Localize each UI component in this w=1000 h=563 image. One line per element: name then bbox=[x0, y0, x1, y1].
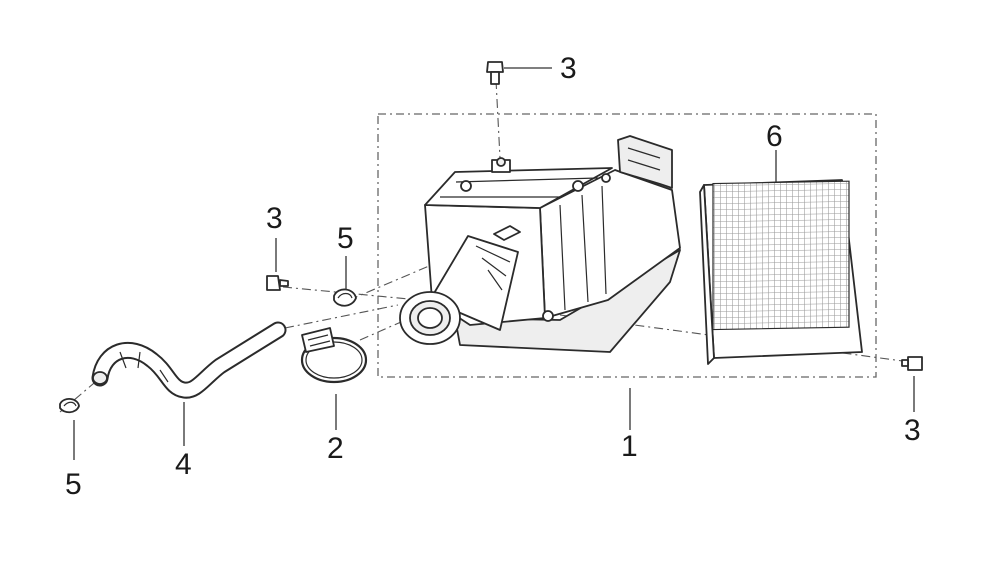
bolt-icon bbox=[486, 61, 504, 85]
callout-hose-clamp: 2 bbox=[327, 432, 344, 465]
hose-clamp-icon bbox=[300, 327, 368, 384]
bolt-icon bbox=[266, 275, 289, 291]
callout-bolt-right: 3 bbox=[904, 414, 921, 447]
leader-lines bbox=[73, 67, 915, 460]
callout-bolt-left: 3 bbox=[266, 202, 283, 235]
assembly-boundary bbox=[377, 113, 877, 378]
callout-filter-element: 6 bbox=[766, 120, 783, 153]
spring-clip-icon bbox=[59, 398, 80, 414]
callout-labels: 3 3 5 6 1 3 2 4 5 bbox=[65, 52, 921, 501]
spring-clip-icon bbox=[333, 288, 357, 307]
filter-element-icon bbox=[699, 179, 863, 365]
callout-clip-tube-end: 5 bbox=[65, 468, 82, 501]
callout-bolt-top: 3 bbox=[560, 52, 577, 85]
air-cleaner-box-icon bbox=[399, 135, 681, 353]
callout-breather-tube: 4 bbox=[175, 448, 192, 481]
callout-air-cleaner-assembly: 1 bbox=[621, 430, 638, 463]
callout-clip-near-box: 5 bbox=[337, 222, 354, 255]
breather-tube-icon bbox=[91, 321, 287, 399]
bolt-icon bbox=[901, 356, 923, 371]
